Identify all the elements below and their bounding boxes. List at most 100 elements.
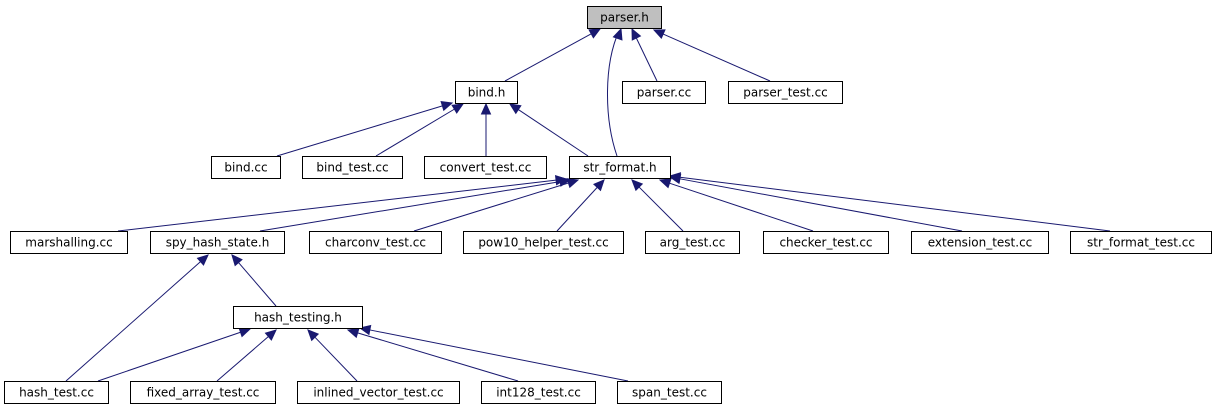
edge-arrowhead-pow10_helper_test_cc bbox=[593, 179, 605, 192]
node-label: parser.h bbox=[600, 11, 649, 25]
edge-line bbox=[216, 336, 269, 382]
edge-str_format_test_cc-to-str_format_h bbox=[668, 172, 1111, 232]
edge-arrowhead-str_format_test_cc bbox=[668, 172, 682, 183]
edge-marshalling_cc-to-str_format_h bbox=[117, 174, 568, 232]
edge-line bbox=[314, 336, 358, 382]
node-checker-test-cc[interactable]: checker_test.cc bbox=[763, 231, 889, 254]
node-label: hash_test.cc bbox=[19, 386, 94, 400]
edge-line bbox=[518, 109, 589, 157]
node-label: bind.cc bbox=[224, 161, 267, 175]
node-arg-test-cc[interactable]: arg_test.cc bbox=[645, 231, 740, 254]
edge-line bbox=[679, 178, 963, 232]
node-str-format-test-cc[interactable]: str_format_test.cc bbox=[1070, 231, 1212, 254]
edge-arrowhead-hash_test_cc bbox=[238, 327, 252, 338]
node-box bbox=[763, 231, 889, 254]
edge-line bbox=[117, 179, 557, 232]
edge-line bbox=[662, 33, 771, 82]
edge-checker_test_cc-to-str_format_h bbox=[658, 178, 814, 232]
edge-line bbox=[65, 261, 201, 382]
node-parser-cc[interactable]: parser.cc bbox=[622, 81, 706, 104]
node-label: charconv_test.cc bbox=[325, 236, 426, 250]
node-parser-h[interactable]: parser.h bbox=[587, 6, 662, 29]
node-fixed-array-test-cc[interactable]: fixed_array_test.cc bbox=[130, 381, 276, 404]
node-box bbox=[911, 231, 1049, 254]
node-spy-hash-state-h[interactable]: spy_hash_state.h bbox=[150, 231, 285, 254]
edge-arrowhead-str_format_h bbox=[612, 27, 623, 41]
edge-str_format_h-to-bind_h bbox=[508, 103, 589, 157]
edge-line bbox=[276, 105, 443, 157]
node-bind-h[interactable]: bind.h bbox=[455, 81, 518, 104]
edge-arrowhead-convert_test_cc bbox=[480, 102, 492, 115]
node-box bbox=[481, 381, 596, 404]
node-box bbox=[130, 381, 276, 404]
node-label: str_format.h bbox=[583, 161, 656, 175]
node-label: int128_test.cc bbox=[496, 386, 581, 400]
node-label: str_format_test.cc bbox=[1087, 236, 1195, 250]
edge-arrowhead-hash_test_cc bbox=[196, 254, 209, 266]
edge-arrowhead-charconv_test_cc bbox=[566, 178, 580, 189]
node-charconv-test-cc[interactable]: charconv_test.cc bbox=[309, 231, 442, 254]
edge-arrowhead-inlined_vector_test_cc bbox=[307, 329, 320, 342]
node-convert-test-cc[interactable]: convert_test.cc bbox=[424, 156, 547, 179]
edge-convert_test_cc-to-bind_h bbox=[480, 102, 492, 156]
node-hash-testing-h[interactable]: hash_testing.h bbox=[233, 306, 363, 329]
edge-hash_test_cc-to-spy_hash_state_h bbox=[65, 254, 209, 382]
edge-arrowhead-bind_test_cc bbox=[451, 103, 465, 114]
node-label: spy_hash_state.h bbox=[166, 236, 270, 250]
edge-line bbox=[97, 331, 241, 382]
node-label: marshalling.cc bbox=[25, 236, 112, 250]
edge-line bbox=[556, 187, 598, 232]
node-extension-test-cc[interactable]: extension_test.cc bbox=[911, 231, 1049, 254]
edge-arrowhead-fixed_array_test_cc bbox=[264, 329, 277, 341]
edge-line bbox=[375, 108, 455, 157]
node-label: parser.cc bbox=[637, 86, 691, 100]
edge-line bbox=[679, 176, 1111, 232]
edge-arrowhead-parser_test_cc bbox=[652, 29, 666, 40]
edge-spy_hash_state_h-to-str_format_h bbox=[259, 176, 572, 232]
node-label: bind.h bbox=[468, 86, 506, 100]
node-label: pow10_helper_test.cc bbox=[478, 236, 608, 250]
edge-arrowhead-arg_test_cc bbox=[631, 179, 644, 192]
node-inlined-vector-test-cc[interactable]: inlined_vector_test.cc bbox=[297, 381, 460, 404]
node-box bbox=[309, 231, 442, 254]
edge-line bbox=[357, 332, 519, 382]
node-marshalling-cc[interactable]: marshalling.cc bbox=[10, 231, 128, 254]
node-int128-test-cc[interactable]: int128_test.cc bbox=[481, 381, 596, 404]
edge-arg_test_cc-to-str_format_h bbox=[631, 179, 684, 232]
edge-int128_test_cc-to-hash_testing_h bbox=[346, 327, 519, 382]
node-box bbox=[617, 381, 722, 404]
node-label: span_test.cc bbox=[632, 386, 707, 400]
node-parser-test-cc[interactable]: parser_test.cc bbox=[728, 81, 843, 104]
node-box bbox=[728, 81, 843, 104]
edges-layer bbox=[65, 27, 1111, 382]
node-bind-cc[interactable]: bind.cc bbox=[211, 156, 281, 179]
edge-hash_testing_h-to-spy_hash_state_h bbox=[231, 254, 277, 307]
edge-parser_cc-to-parser_h bbox=[631, 27, 658, 82]
node-pow10-helper-test-cc[interactable]: pow10_helper_test.cc bbox=[463, 231, 624, 254]
edge-pow10_helper_test_cc-to-str_format_h bbox=[556, 179, 605, 232]
edge-line bbox=[669, 182, 814, 232]
edge-hash_test_cc-to-hash_testing_h bbox=[97, 327, 252, 382]
node-str-format-h[interactable]: str_format.h bbox=[569, 156, 671, 179]
node-box bbox=[645, 231, 740, 254]
edge-line bbox=[369, 329, 629, 382]
node-label: arg_test.cc bbox=[660, 236, 726, 250]
edge-charconv_test_cc-to-str_format_h bbox=[413, 178, 580, 232]
edge-line bbox=[607, 30, 620, 157]
node-bind-test-cc[interactable]: bind_test.cc bbox=[302, 156, 403, 179]
node-box bbox=[622, 81, 706, 104]
node-label: fixed_array_test.cc bbox=[147, 386, 260, 400]
node-label: hash_testing.h bbox=[254, 311, 342, 325]
nodes-layer: parser.h bind.h parser.cc parser_test.ccbin… bbox=[4, 6, 1212, 404]
edge-line bbox=[259, 181, 561, 232]
edge-line bbox=[504, 33, 592, 82]
edge-arrowhead-int128_test_cc bbox=[346, 327, 360, 339]
edge-bind_h-to-parser_h bbox=[504, 28, 602, 82]
node-hash-test-cc[interactable]: hash_test.cc bbox=[4, 381, 109, 404]
edge-arrowhead-parser_cc bbox=[631, 27, 642, 41]
edge-line bbox=[638, 186, 684, 232]
node-box bbox=[455, 81, 518, 104]
node-span-test-cc[interactable]: span_test.cc bbox=[617, 381, 722, 404]
edge-arrowhead-str_format_h bbox=[508, 103, 522, 115]
